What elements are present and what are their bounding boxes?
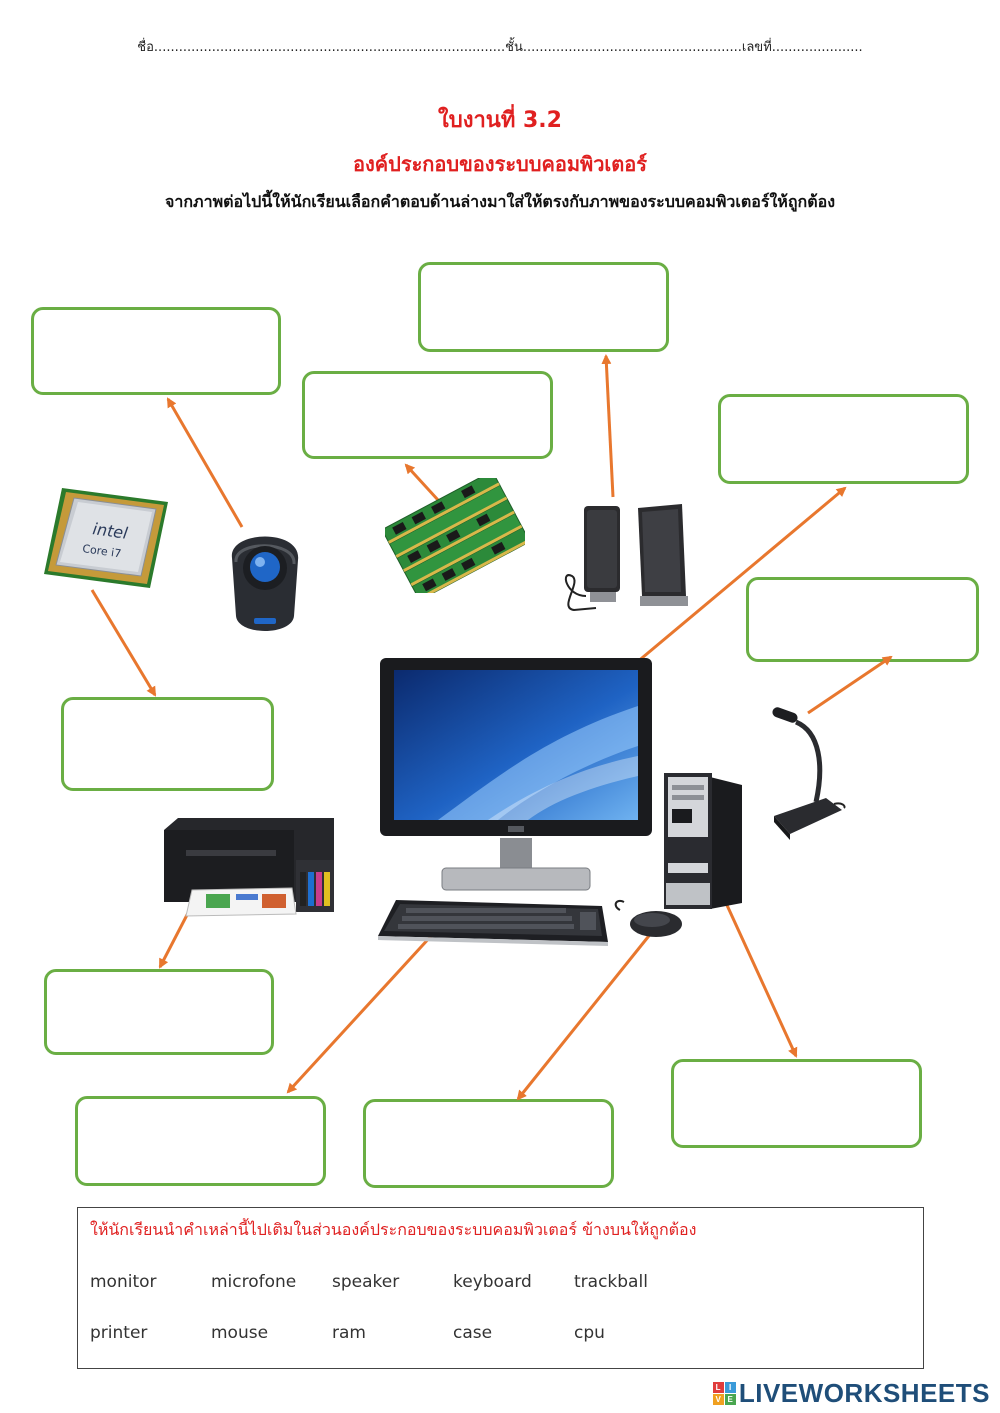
- answer-box-ram[interactable]: [302, 371, 553, 459]
- word-bank: ให้นักเรียนนำคำเหล่านี้ไปเติมในส่วนองค์ป…: [77, 1207, 924, 1369]
- arrow-case: [724, 902, 798, 1058]
- cpu-chip-image: intel Core i7: [44, 488, 168, 588]
- cpu-model-text: Core i7: [82, 542, 122, 560]
- arrow-keyboard: [286, 933, 434, 1094]
- arrow-cpu: [90, 589, 157, 697]
- worksheet-title: ใบงานที่ 3.2: [438, 108, 562, 133]
- word-bank-item: monitor: [90, 1272, 157, 1292]
- worksheet-subtitle: องค์ประกอบของระบบคอมพิวเตอร์: [352, 152, 648, 176]
- logo-text: LIVEWORKSHEETS: [738, 1378, 990, 1408]
- answer-box-trackball[interactable]: [31, 307, 281, 395]
- word-bank-title: ให้นักเรียนนำคำเหล่านี้ไปเติมในส่วนองค์ป…: [90, 1220, 697, 1239]
- arrow-ram: [404, 463, 440, 502]
- mouse-image: [614, 900, 682, 937]
- word-bank-item: ram: [332, 1323, 366, 1343]
- word-bank-item: printer: [90, 1323, 148, 1343]
- arrow-trackball: [166, 397, 244, 528]
- monitor-image: [380, 658, 652, 891]
- answer-box-microphone[interactable]: [746, 577, 979, 662]
- keyboard-image: [378, 900, 608, 946]
- trackball-image: [231, 536, 299, 631]
- arrow-monitor: [635, 486, 847, 665]
- answer-box-case[interactable]: [671, 1059, 922, 1148]
- arrow-printer: [158, 912, 190, 969]
- answer-box-printer[interactable]: [44, 969, 274, 1055]
- word-bank-item: speaker: [332, 1272, 400, 1292]
- arrow-mouse: [516, 931, 654, 1101]
- speakers-image: [564, 504, 688, 612]
- word-bank-item: mouse: [211, 1323, 269, 1343]
- arrow-microphone: [807, 655, 893, 715]
- word-bank-item: keyboard: [453, 1272, 532, 1292]
- microphone-image: [772, 707, 846, 840]
- answer-box-mouse[interactable]: [363, 1099, 614, 1188]
- word-bank-item: trackball: [574, 1272, 648, 1292]
- ram-image: [385, 478, 525, 593]
- answer-box-keyboard[interactable]: [75, 1096, 326, 1186]
- word-bank-item: cpu: [574, 1323, 605, 1343]
- case-image: [664, 773, 742, 909]
- cpu-brand-text: intel: [91, 519, 129, 543]
- word-bank-item: case: [453, 1323, 493, 1343]
- word-bank-item: microfone: [211, 1272, 297, 1292]
- answer-box-cpu[interactable]: [61, 697, 274, 791]
- student-info-line: ชื่อ....................................…: [137, 40, 863, 55]
- worksheet-instruction: จากภาพต่อไปนี้ให้นักเรียนเลือกคำตอบด้านล…: [165, 192, 835, 211]
- arrow-speaker: [601, 354, 615, 498]
- answer-box-monitor[interactable]: [718, 394, 969, 484]
- answer-box-speaker[interactable]: [418, 262, 669, 352]
- printer-image: [164, 818, 334, 917]
